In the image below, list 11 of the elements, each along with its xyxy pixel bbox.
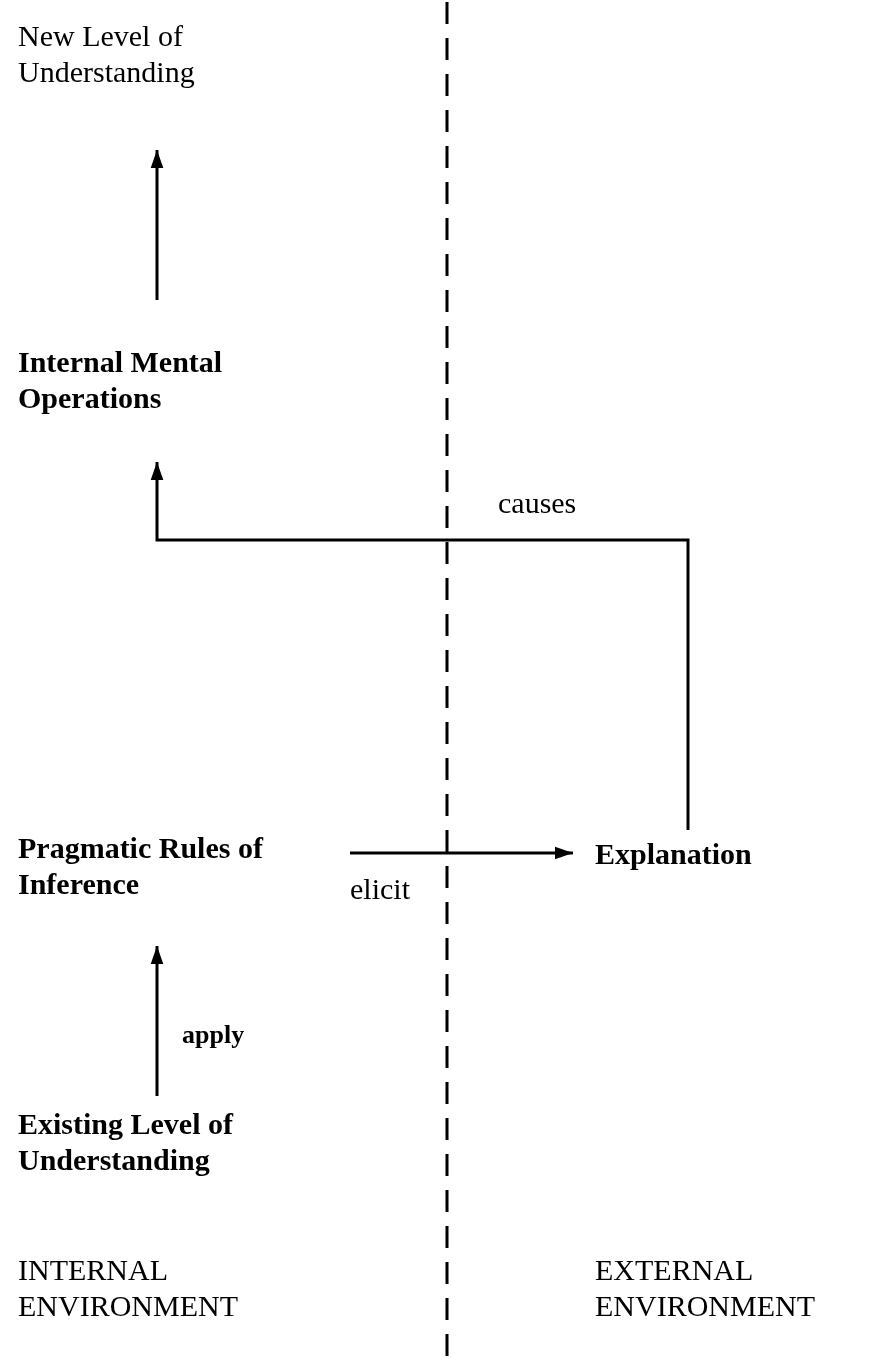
arrow (150, 946, 164, 1096)
arrow (350, 846, 573, 860)
node-label: Existing Level of Understanding (18, 1106, 235, 1178)
node-label: Pragmatic Rules of Inference (18, 830, 265, 902)
node-label: Internal Mental Operations (18, 344, 224, 416)
region-label: INTERNAL ENVIRONMENT (18, 1252, 239, 1324)
node-label: New Level of Understanding (18, 18, 196, 90)
arrow (150, 150, 164, 300)
node-label: Explanation (595, 836, 753, 872)
arrow (150, 462, 690, 830)
region-label: EXTERNAL ENVIRONMENT (595, 1252, 816, 1324)
